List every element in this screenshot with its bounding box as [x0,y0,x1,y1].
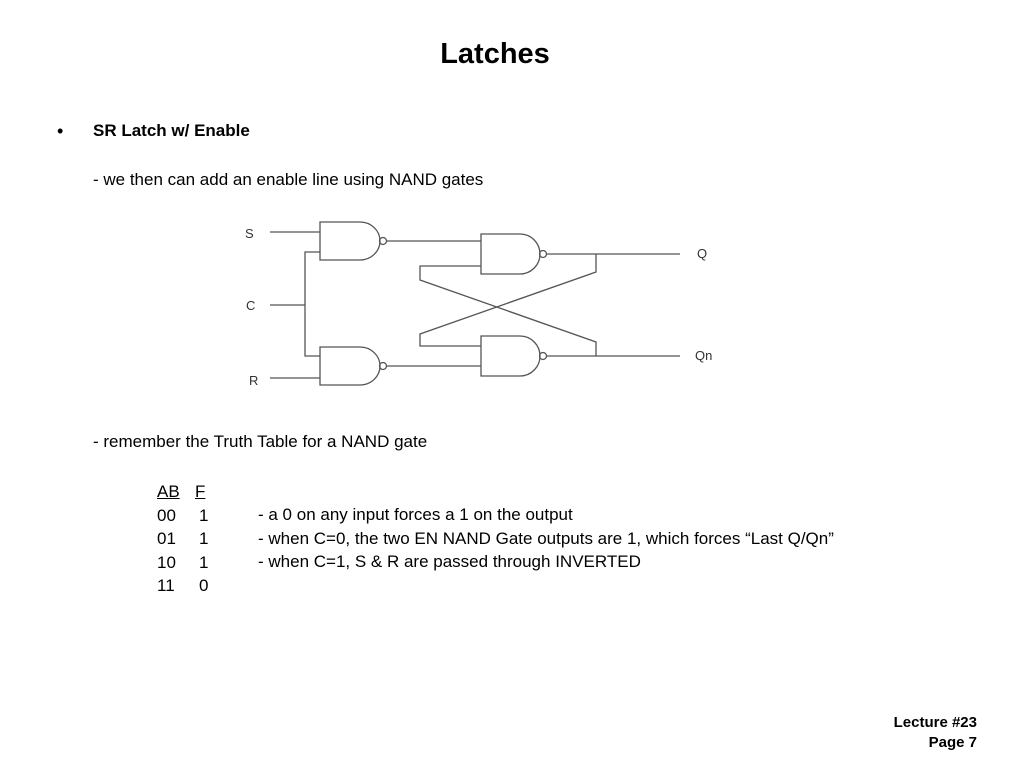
table-cell-ab: 01 [157,529,176,548]
table-cell-f: 0 [199,576,209,595]
lecture-number: Lecture #23 [893,714,977,731]
table-cell-ab: 11 [157,576,175,595]
note-item: - when C=1, S & R are passed through INV… [258,552,641,571]
label-s: S [245,226,254,241]
table-cell-f: 1 [199,529,209,548]
label-q: Q [697,246,707,261]
nand-gate-3 [480,233,548,275]
wire-c-bus [304,251,320,357]
page-number: Page 7 [928,734,977,751]
wire-feedback-q [419,254,597,347]
label-c: C [246,298,255,313]
wire-feedback-qn [419,265,597,356]
truth-table-header: AB F [157,480,259,504]
table-cell-f: 1 [199,552,209,572]
table-row: 00 1 [157,504,259,528]
table-row: 10 1 [157,551,259,575]
truth-table-intro: - remember the Truth Table for a NAND ga… [93,432,428,451]
nand-gate-4 [480,335,548,377]
table-cell-ab: 10 [157,552,176,572]
table-cell-f: 1 [199,505,209,525]
table-cell-ab: 00 [157,505,176,525]
bullet-heading: SR Latch w/ Enable [93,121,250,140]
truth-table-notes: - a 0 on any input forces a 1 on the out… [258,503,834,574]
nand-truth-table: AB F 00 1 01 1 10 1 11 0 [157,480,259,598]
label-r: R [249,373,258,388]
note-item: - a 0 on any input forces a 1 on the out… [258,505,573,524]
nand-gate-2 [319,346,388,386]
truth-table-header-f: F [195,482,206,501]
nand-gate-1 [319,221,388,261]
slide-footer: Lecture #23 Page 7 [894,713,977,753]
label-qn: Qn [695,348,712,363]
truth-table-header-ab: AB [157,482,180,501]
table-row: 11 0 [157,574,259,598]
sr-latch-diagram: S C R Q Qn [245,221,712,388]
bullet-marker: • [57,121,64,141]
table-row: 01 1 [157,527,259,551]
slide-title: Latches [440,38,550,70]
enable-line-text: - we then can add an enable line using N… [93,170,484,189]
note-item: - when C=0, the two EN NAND Gate outputs… [258,528,834,548]
